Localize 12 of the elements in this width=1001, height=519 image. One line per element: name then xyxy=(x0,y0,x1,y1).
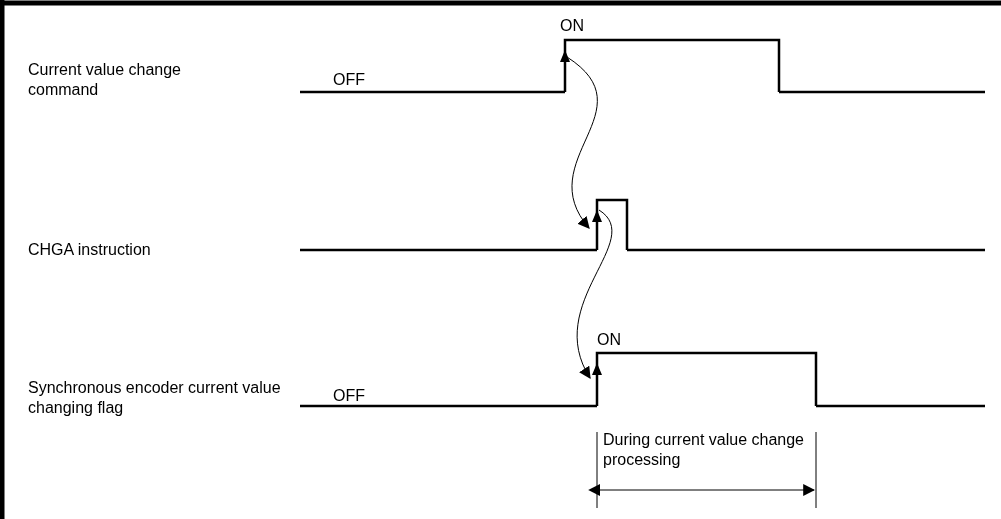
curved-arrow xyxy=(566,56,598,229)
signal-pulse xyxy=(592,351,818,406)
state-label: OFF xyxy=(333,386,365,406)
curved-arrow xyxy=(576,209,613,380)
state-label: ON xyxy=(597,330,621,350)
signal-pulse xyxy=(560,38,781,92)
state-label: ON xyxy=(560,16,584,36)
signal-name: Synchronous encoder current value changing flag xyxy=(28,378,282,418)
signal-name: CHGA instruction xyxy=(28,240,152,260)
signal-pulse xyxy=(592,198,629,250)
state-label: OFF xyxy=(333,70,365,90)
signal-name: Current value change command xyxy=(28,60,182,100)
